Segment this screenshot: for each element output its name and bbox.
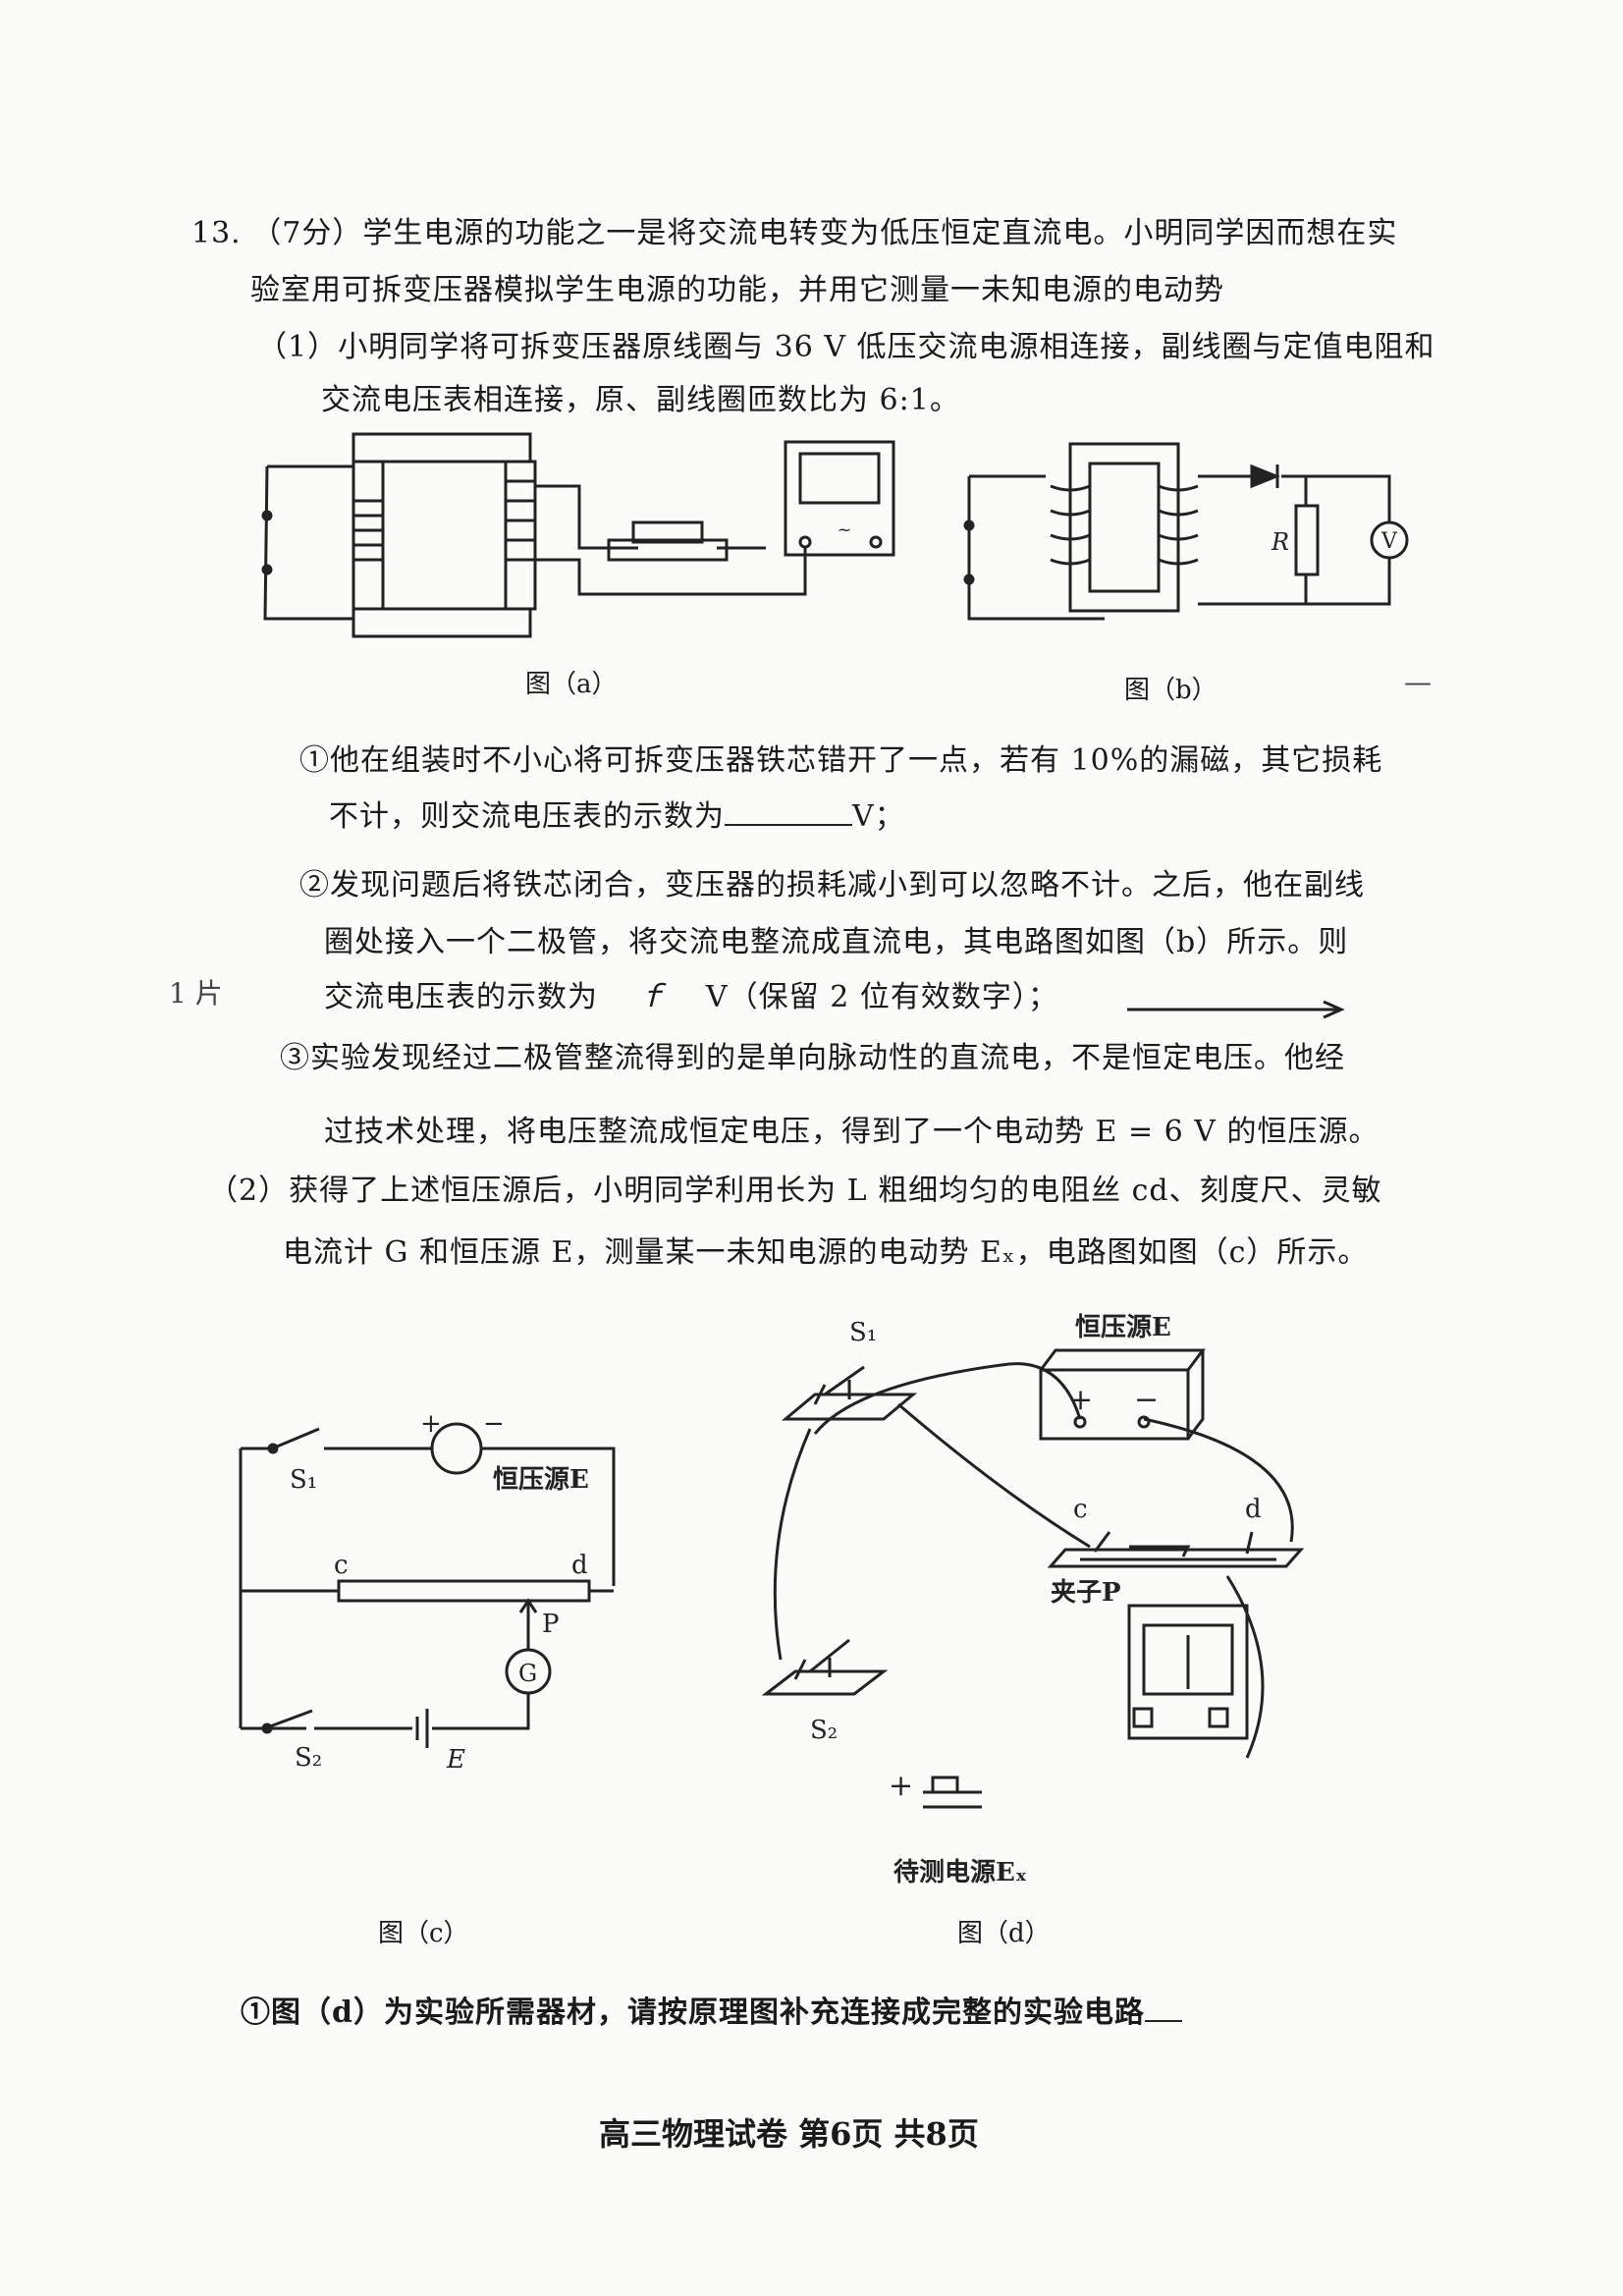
figure-c-caption: 图（c） [378, 1919, 469, 1948]
figure-b-voltmeter-label: V [1380, 529, 1398, 554]
figure-d-label-s1: S₁ [849, 1318, 877, 1347]
handwritten-margin-mark: 1 片 [169, 977, 223, 1010]
margin-dash: — [1404, 666, 1432, 698]
figure-d-label-unknown-plus: + [889, 1769, 913, 1803]
figure-c-label-s2: S₂ [295, 1743, 322, 1773]
figure-c-label-p: P [542, 1610, 560, 1639]
figure-c-potentiometer-circuit: S₁ + − 恒压源E c d P G S₂ E [239, 1409, 616, 1775]
figure-d-caption: 图（d） [957, 1919, 1051, 1948]
figure-c-label-c: c [334, 1551, 349, 1580]
item-1-text: 不计，则交流电压表的示数为 [329, 799, 725, 834]
figure-c-label-s1: S₁ [290, 1465, 317, 1495]
item-2-line-3: 交流电压表的示数为 ｆ V（保留 2 位有效数字）； [324, 978, 1058, 1017]
figure-d-label-minus: − [1134, 1383, 1159, 1417]
item-4-text: ①图（d）为实验所需器材，请按原理图补充连接成完整的实验电路 [241, 1995, 1145, 2030]
figure-d-apparatus: S₁ 恒压源E + − c d 夹子P S₂ + 待测电源Eₓ [761, 1313, 1305, 1887]
figure-d-label-s2: S₂ [810, 1716, 838, 1745]
item-2-unit: V（保留 2 位有效数字）； [706, 980, 1058, 1014]
part2-line-1: （2）获得了上述恒压源后，小明同学利用长为 L 粗细均匀的电阻丝 cd、刻度尺、… [208, 1174, 1382, 1208]
item-3-line-1: ③实验发现经过二极管整流得到的是单向脉动性的直流电，不是恒定电压。他经 [280, 1041, 1345, 1075]
figure-a-transformer-apparatus: ~ [261, 432, 895, 638]
part1-line-1: （1）小明同学将可拆变压器原线圈与 36 V 低压交流电源相连接，副线圈与定值电… [257, 330, 1435, 364]
figure-d-label-plus: + [1068, 1383, 1093, 1417]
figure-c-label-e: E [446, 1745, 465, 1775]
figure-c-label-minus: − [483, 1409, 505, 1439]
item-2-line-2: 圈处接入一个二极管，将交流电整流成直流电，其电路图如图（b）所示。则 [324, 925, 1349, 959]
figure-d-label-clip: 夹子P [1051, 1578, 1121, 1608]
answer-blank-4[interactable] [1144, 1995, 1182, 2022]
item-2-text: 交流电压表的示数为 [324, 980, 598, 1014]
figure-c-label-source: 恒压源E [493, 1465, 589, 1495]
figure-d-label-c: c [1073, 1495, 1088, 1524]
part1-line-2: 交流电压表相连接，原、副线圈匝数比为 6:1。 [321, 383, 960, 417]
figure-d-label-unknown-source: 待测电源Eₓ [893, 1858, 1027, 1887]
item-1-line-2: 不计，则交流电压表的示数为 V； [329, 797, 905, 837]
figure-d-label-d: d [1245, 1495, 1262, 1524]
figure-b-resistor-label: R [1271, 528, 1289, 556]
answer-blank-1[interactable] [725, 798, 852, 826]
figure-c-label-g: G [518, 1660, 537, 1687]
question-line-1: 13. （7分）学生电源的功能之一是将交流电转变为低压恒定直流电。小明同学因而想… [191, 216, 1398, 250]
figure-b-rectifier-circuit: R V [963, 442, 1409, 621]
item-1-line-1: ①他在组装时不小心将可拆变压器铁芯错开了一点，若有 10%的漏磁，其它损耗 [299, 743, 1383, 778]
page-footer: 高三物理试卷 第6页 共8页 [599, 2115, 979, 2153]
item-4-line: ①图（d）为实验所需器材，请按原理图补充连接成完整的实验电路 [241, 1994, 1182, 2033]
handwritten-arrow [1127, 1000, 1345, 1019]
question-line-2: 验室用可拆变压器模拟学生电源的功能，并用它测量一未知电源的电动势 [250, 273, 1224, 307]
figure-c-label-d: d [571, 1551, 588, 1580]
figure-a-caption: 图（a） [525, 670, 618, 699]
handwritten-answer: ｆ [636, 980, 668, 1014]
part2-line-2: 电流计 G 和恒压源 E，测量某一未知电源的电动势 Eₓ，电路图如图（c）所示。 [283, 1235, 1369, 1270]
item-1-unit: V； [852, 799, 905, 834]
figure-c-label-plus: + [420, 1409, 442, 1439]
svg-text:~: ~ [837, 519, 851, 540]
figure-b-caption: 图（b） [1124, 676, 1217, 705]
figure-d-label-source: 恒压源E [1075, 1313, 1171, 1342]
item-3-line-2: 过技术处理，将电压整流成恒定电压，得到了一个电动势 E = 6 V 的恒压源。 [324, 1115, 1380, 1149]
item-2-line-1: ②发现问题后将铁芯闭合，变压器的损耗减小到可以忽略不计。之后，他在副线 [299, 868, 1365, 902]
